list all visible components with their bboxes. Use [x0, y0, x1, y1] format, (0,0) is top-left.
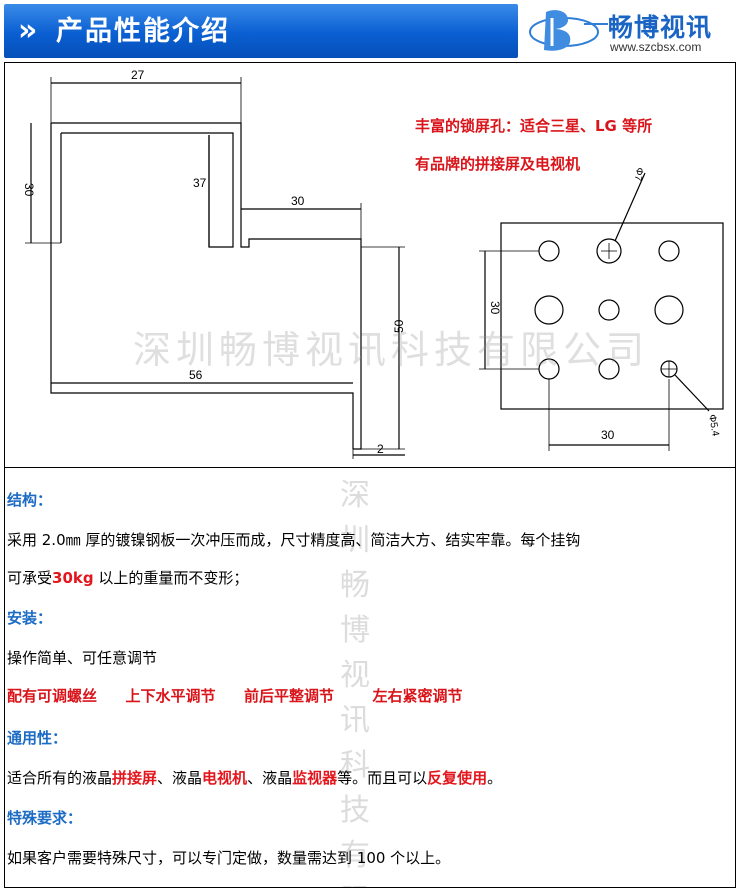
- dim-30-left: 30: [22, 183, 36, 197]
- feature-vertical: 上下水平调节: [125, 687, 216, 705]
- dim-50: 50: [392, 319, 406, 333]
- dim-30-holes-h: 30: [601, 428, 615, 442]
- structure-p2-a: 可承受: [7, 569, 53, 587]
- dim-37: 37: [193, 176, 207, 190]
- structure-heading: 结构：: [7, 491, 53, 509]
- monitor: 监视器: [292, 769, 338, 787]
- install-heading: 安装：: [7, 609, 53, 627]
- general-text-a: 适合所有的液晶: [7, 769, 113, 787]
- general-text-e: 。: [487, 769, 503, 787]
- general-heading: 通用性：: [7, 729, 68, 747]
- watermark-vertical: 深圳畅博视讯科技有限: [340, 478, 370, 887]
- special-paragraph: 如果客户需要特殊尺寸，可以专门定做，数量需达到 100 个以上。: [7, 849, 451, 867]
- dim-30-top: 30: [291, 194, 305, 208]
- feature-depth: 前后平整调节: [243, 687, 334, 705]
- splice-screen: 拼接屏: [112, 769, 158, 787]
- technical-drawing: 27 30 37 30 56 50 2 30 30 Φ7 Φ5.4 丰富的锁屏孔…: [5, 63, 735, 467]
- install-features: 配有可调螺丝 上下水平调节 前后平整调节 左右紧密调节: [7, 685, 462, 706]
- dim-2: 2: [377, 442, 384, 456]
- chevron-icon: »: [18, 13, 38, 48]
- feature-screws: 配有可调螺丝: [7, 687, 98, 705]
- special-heading: 特殊要求：: [7, 809, 83, 827]
- content-frame: 27 30 37 30 56 50 2 30 30 Φ7 Φ5.4 丰富的锁屏孔…: [4, 62, 736, 888]
- callout-line-1: 丰富的锁屏孔：适合三星、LG 等所: [415, 117, 653, 135]
- page-header: » 产品性能介绍 畅博视讯 www.szcbsx.com: [0, 0, 740, 62]
- watermark-horizontal: 深圳畅博视讯科技有限公司: [133, 328, 650, 372]
- general-paragraph: 适合所有的液晶拼接屏、液晶电视机、液晶监视器等。而且可以反复使用。: [7, 767, 502, 788]
- logo-text: 畅博视讯: [608, 13, 713, 42]
- logo-mark-icon: [529, 10, 608, 51]
- callout-line-2: 有品牌的拼接屏及电视机: [415, 155, 581, 173]
- dim-56: 56: [189, 368, 203, 382]
- install-paragraph: 操作简单、可任意调节: [7, 649, 158, 667]
- section-title: 产品性能介绍: [56, 16, 230, 47]
- logo-url: www.szcbsx.com: [610, 40, 702, 54]
- title-banner: » 产品性能介绍: [4, 4, 518, 58]
- dim-27: 27: [131, 68, 145, 82]
- general-text-c: 、液晶: [247, 769, 293, 787]
- section-divider: [5, 467, 735, 468]
- structure-p2-b: 以上的重量而不变形；: [93, 569, 249, 587]
- bracket-diagram: 27 30 37 30 56 50 2 30 30 Φ7 Φ5.4: [22, 68, 724, 459]
- weight-capacity: 30kg: [52, 569, 94, 587]
- general-text-d: 等。而且可以: [337, 769, 428, 787]
- structure-paragraph-2: 可承受30kg 以上的重量而不变形；: [7, 567, 248, 588]
- company-logo: 畅博视讯 www.szcbsx.com: [524, 2, 736, 60]
- structure-paragraph-1: 采用 2.0㎜ 厚的镀镍钢板一次冲压而成，尺寸精度高、简洁大方、结实牢靠。每个挂…: [7, 531, 581, 549]
- tv: 电视机: [202, 769, 248, 787]
- feature-horizontal: 左右紧密调节: [372, 687, 463, 705]
- general-text-b: 、液晶: [157, 769, 203, 787]
- dim-30-holes-v: 30: [488, 301, 502, 315]
- dim-hole-5-4: Φ5.4: [706, 414, 721, 438]
- reusable: 反复使用: [427, 769, 488, 787]
- dim-hole-7: Φ7: [632, 166, 645, 182]
